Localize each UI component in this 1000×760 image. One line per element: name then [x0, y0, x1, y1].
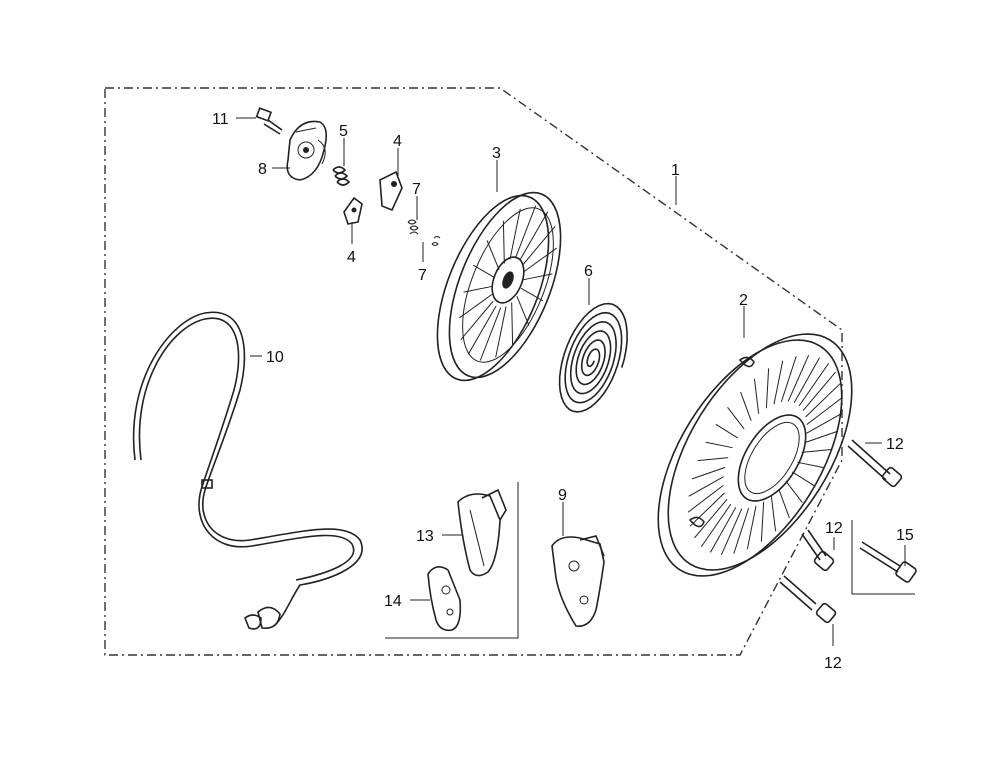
part-14-handle-insert	[427, 566, 462, 632]
leader-lines	[236, 117, 906, 646]
callout-4-lower: 4	[347, 249, 356, 266]
callout-7-lower: 7	[418, 267, 427, 284]
callout-14: 14	[384, 593, 402, 610]
callout-2: 2	[739, 292, 748, 309]
part-3-reel	[436, 191, 562, 382]
part-15-long-bolt	[859, 541, 917, 583]
callout-3: 3	[492, 145, 501, 162]
part-12-bolt-upper	[847, 439, 903, 488]
part-8-friction-plate	[286, 120, 328, 181]
part-6-spiral-spring	[558, 302, 628, 413]
part-9-handle	[551, 535, 605, 627]
callout-10: 10	[266, 349, 284, 366]
callout-6: 6	[584, 263, 593, 280]
callout-9: 9	[558, 487, 567, 504]
part-12-bolt-lower	[779, 575, 837, 624]
callout-11: 11	[212, 111, 229, 128]
callout-12-middle: 12	[825, 520, 843, 537]
callout-13: 13	[416, 528, 434, 545]
part-2-starter-case	[657, 333, 853, 577]
callout-12-lower: 12	[824, 655, 842, 672]
part-5-spring	[332, 166, 351, 186]
callout-15: 15	[896, 527, 914, 544]
callout-1: 1	[671, 162, 680, 179]
part-4-ratchet-upper	[379, 170, 403, 212]
part-12-bolt-middle	[801, 529, 835, 572]
part-7-springs	[407, 219, 441, 246]
inset-frame-13-14	[385, 482, 519, 639]
callout-7-upper: 7	[412, 181, 421, 198]
part-4-ratchet-lower	[343, 196, 363, 225]
callout-4-upper: 4	[393, 133, 402, 150]
callout-5: 5	[339, 123, 348, 140]
assembly-boundary	[104, 87, 843, 656]
part-11-bolt	[255, 107, 283, 135]
inset-frame-15	[851, 520, 915, 595]
part-13-handle-grip	[457, 488, 507, 577]
callout-8: 8	[258, 161, 267, 178]
callout-labels: 1 2 3 4 4 5 6 7 7 8 9 10 11 12 12 12 13 …	[212, 111, 914, 672]
part-10-starter-rope	[132, 311, 363, 630]
callout-12-upper: 12	[886, 436, 904, 453]
